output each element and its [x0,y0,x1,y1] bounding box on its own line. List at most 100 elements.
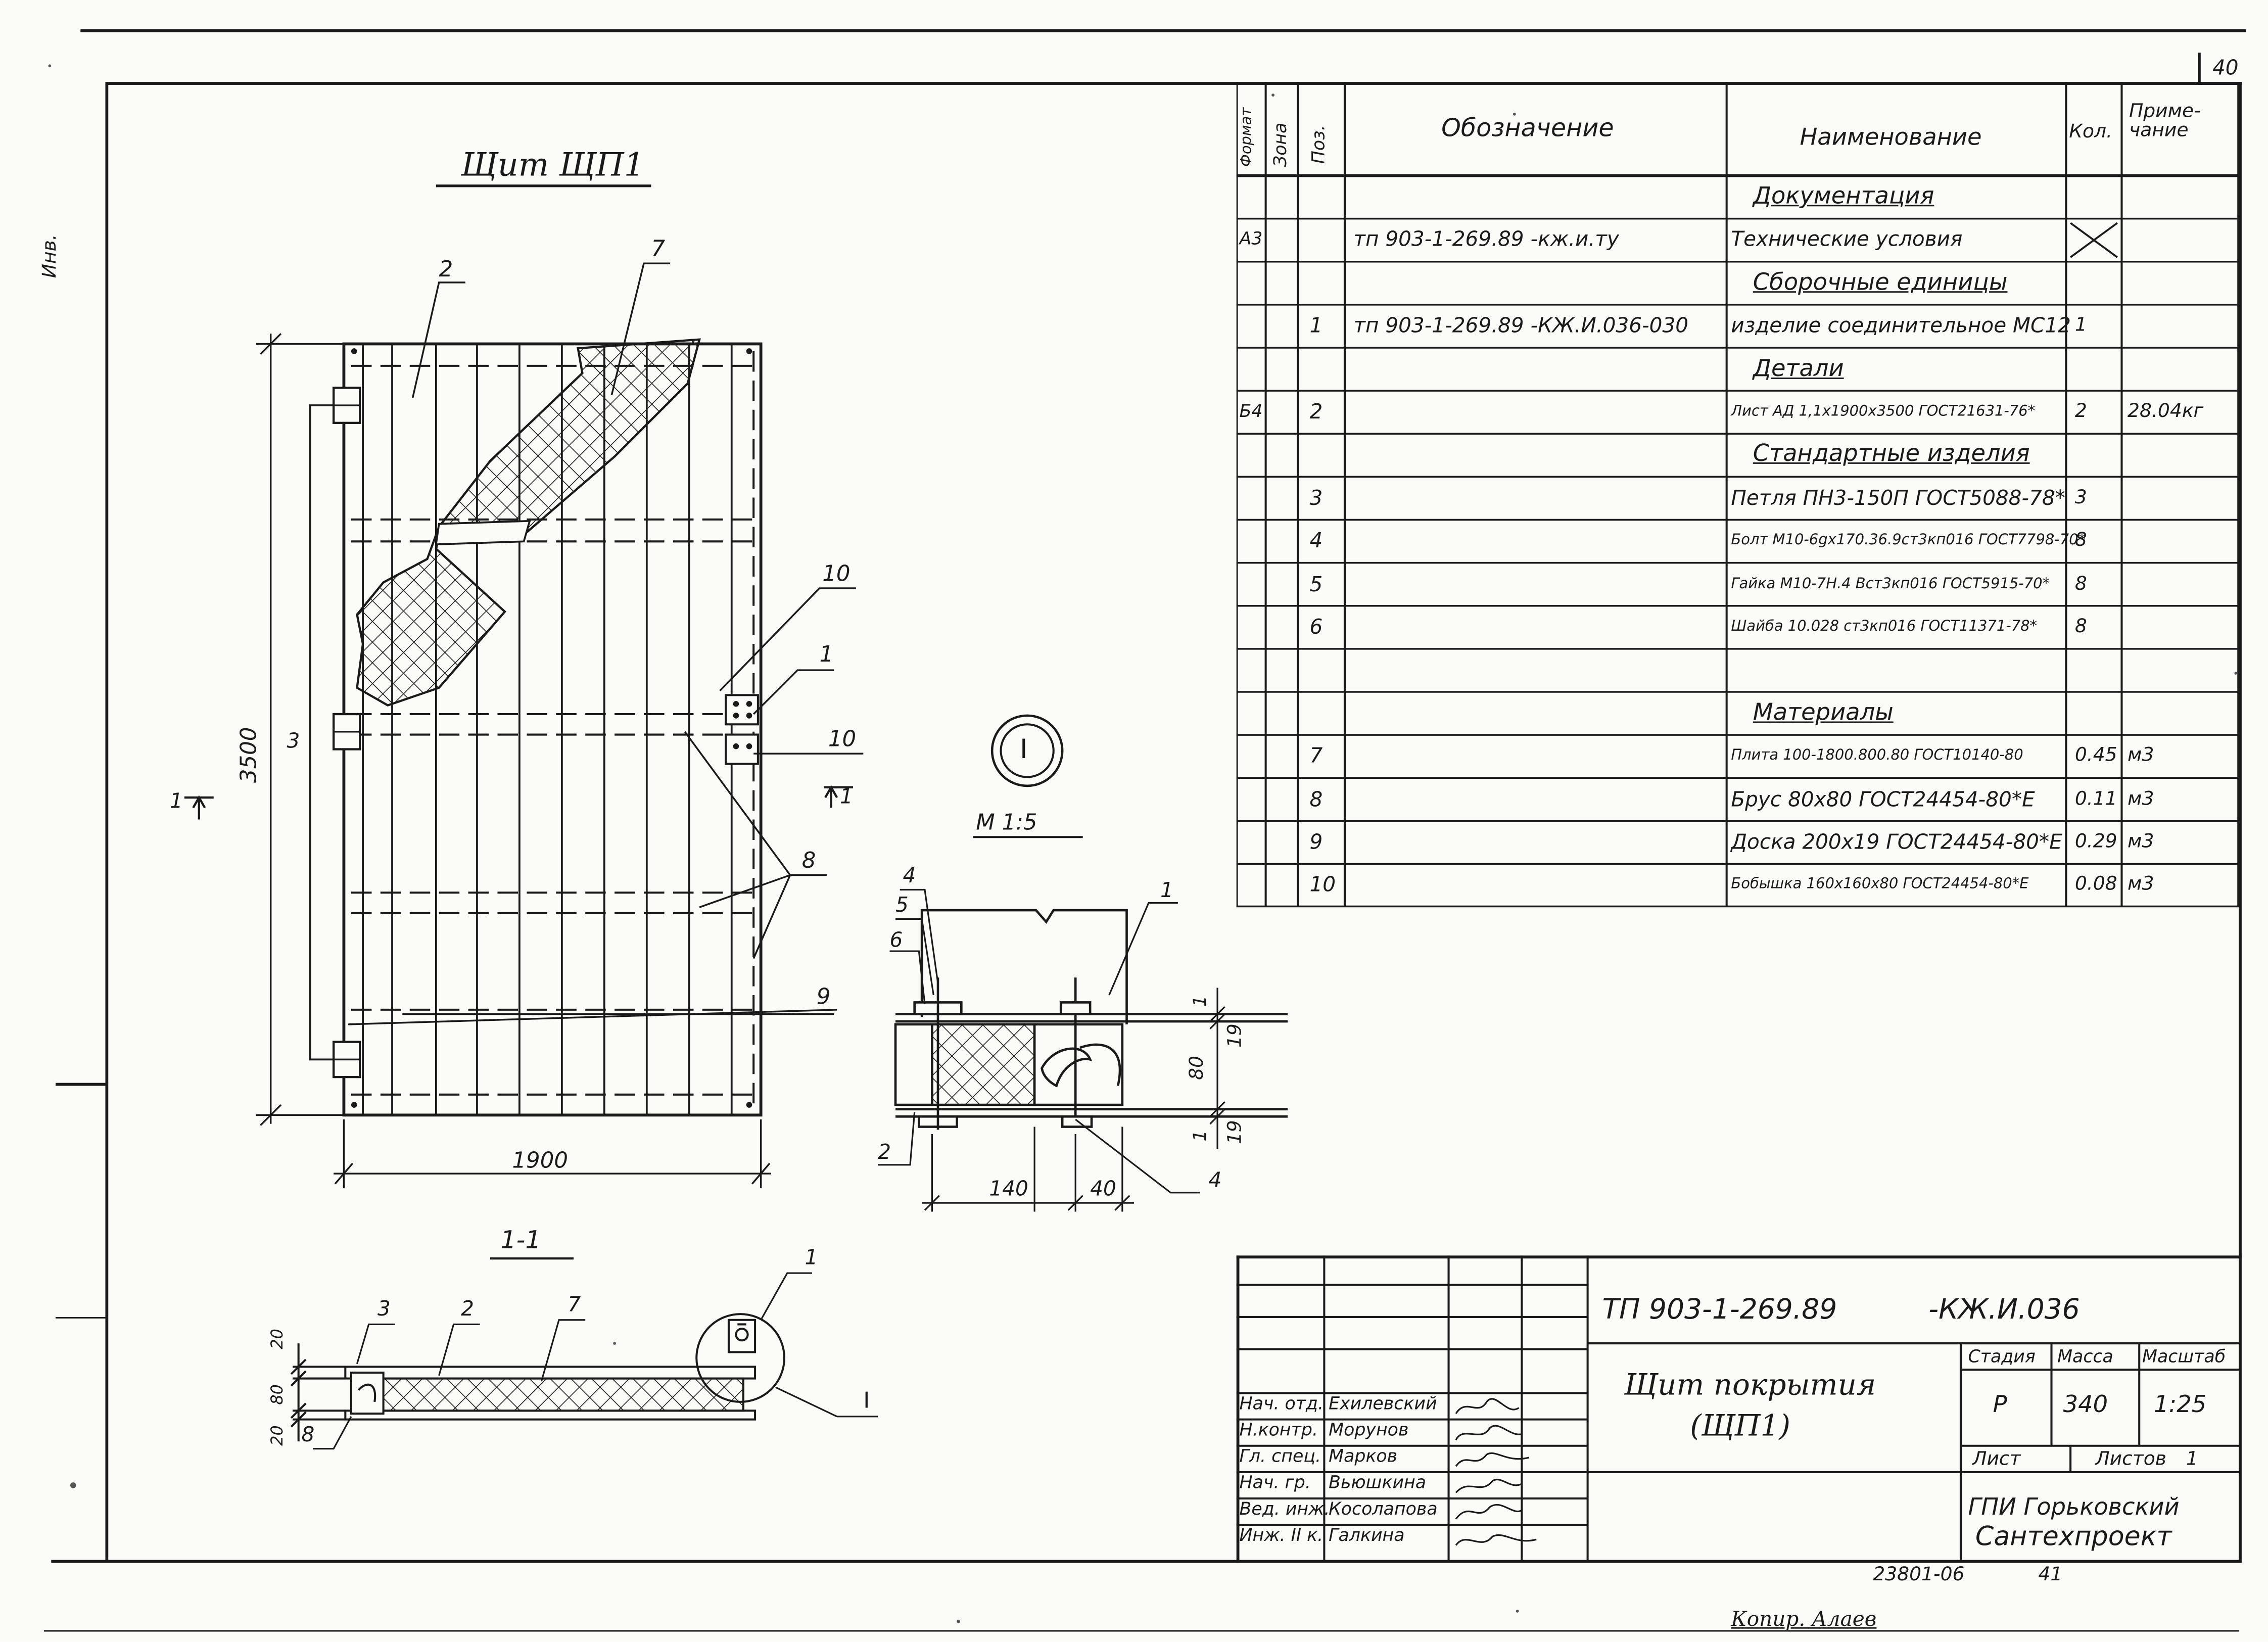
spec-note-16: м3 [2128,874,2154,897]
spec-pos-16: 10 [1309,874,1336,898]
signer-name-3: Вьюшкина [1329,1472,1427,1493]
header-note: Приме- чание [2129,101,2201,142]
spec-section-4: Детали [1753,353,1844,382]
spec-designation-1: тп 903-1-269.89 -кж.и.ту [1353,228,1619,253]
signer-role-0: Нач. отд. [1239,1393,1324,1414]
spec-note-13: м3 [2128,745,2154,767]
spec-qty-13: 0.45 [2074,745,2117,767]
spec-name-7: Петля ПН3-150П ГОСТ5088-78* [1731,487,2065,510]
signer-name-5: Галкина [1329,1525,1405,1545]
inner-frame-left [105,82,109,1560]
spec-note-15: м3 [2128,831,2154,854]
callout-2: 2 [439,256,453,283]
signer-name-4: Косолапова [1329,1498,1438,1519]
callout-7: 7 [651,236,666,262]
corner-box [2198,53,2242,85]
doc-name: Щит покрытия [1624,1367,1876,1402]
detail-marker-label: I [1020,734,1028,766]
bottom-edge-line [43,1630,2239,1632]
spec-section-6: Стандартные изделия [1753,439,2030,467]
header-qty: Кол. [2069,121,2113,144]
detail-callout-4-top: 4 [903,865,916,888]
callout-1: 1 [819,641,834,668]
top-edge-line [80,29,2246,32]
spec-section-12: Материалы [1753,697,1894,726]
callout-9: 9 [816,983,831,1010]
stage-value: Р [1993,1390,2007,1418]
mass-value: 340 [2063,1390,2108,1418]
spec-qty-9: 8 [2074,573,2087,595]
section-callout-1: 1 [805,1246,818,1271]
spec-note-14: м3 [2128,788,2154,810]
spec-name-1: Технические условия [1731,228,1963,253]
section-callout-I: I [863,1387,870,1414]
inner-frame-right [2239,82,2242,1560]
spec-qty-10: 8 [2074,616,2087,638]
organization-line2: Сантехпроект [1975,1522,2172,1553]
section-callout-7: 7 [568,1293,581,1317]
spec-qty-14: 0.11 [2074,788,2117,810]
spec-qty-3: 1 [2074,315,2087,337]
spec-pos-3: 1 [1309,315,1323,339]
mass-label: Масса [2057,1346,2113,1367]
spec-name-15: Доска 200х19 ГОСТ24454-80*Е [1731,831,2062,855]
spec-pos-7: 3 [1309,487,1323,510]
left-margin-strip-div [56,1317,106,1319]
inner-frame-top [105,82,2242,85]
signer-name-1: Морунов [1329,1419,1409,1440]
drawing-title: Щит ЩП1 [461,148,645,184]
footer-sheet-number: 41 [2038,1564,2063,1586]
signer-name-2: Марков [1329,1445,1398,1467]
spec-name-3: изделие соединительное МС12 [1731,315,2071,339]
spec-name-14: Брус 80х80 ГОСТ24454-80*Е [1731,788,2035,812]
corner-sheet-number: 40 [2212,57,2239,81]
callout-3: 3 [287,730,300,754]
header-name: Наименование [1800,123,1982,151]
detail-callout-2: 2 [878,1141,891,1165]
bottom-frame-line [51,1560,2242,1563]
spec-pos-14: 8 [1309,788,1323,812]
spec-pos-5: 2 [1309,401,1323,425]
detail-scale: М 1:5 [976,809,1037,836]
callout-10-bottom: 10 [828,726,857,753]
spec-format-1: А3 [1239,228,1263,250]
footer-archive-number: 23801-06 [1873,1564,1965,1586]
section-callout-2: 2 [461,1298,474,1322]
doc-suffix: -КЖ.И.036 [1928,1293,2080,1326]
header-designation: Обозначение [1441,114,1614,144]
sheets-count: 1 [2186,1448,2198,1471]
detail-callout-4-bottom: 4 [1208,1169,1222,1193]
sheets-label: Листов [2095,1448,2166,1471]
signer-role-5: Инж. II к. [1239,1525,1324,1545]
spec-name-10: Шайба 10.028 ст3кп016 ГОСТ11371-78* [1731,619,2038,635]
signer-role-4: Вед. инж. [1239,1498,1330,1519]
spec-qty-16: 0.08 [2074,874,2117,897]
signer-name-0: Ехилевский [1329,1393,1437,1414]
signer-role-1: Н.контр. [1239,1419,1318,1440]
dim-width: 1900 [512,1147,568,1174]
spec-pos-8: 4 [1309,530,1323,554]
section-callout-8: 8 [301,1424,315,1447]
detail-dim-40: 40 [1090,1178,1116,1202]
detail-callout-6: 6 [889,929,903,953]
spec-pos-13: 7 [1309,745,1323,769]
footer-copy-note: Копир. Алаев [1731,1608,1877,1632]
spec-format-5: Б4 [1239,401,1263,421]
spec-name-16: Бобышка 160х160х80 ГОСТ24454-80*Е [1731,877,2029,894]
detail-dim-140: 140 [989,1178,1028,1202]
spec-qty-5: 2 [2074,401,2087,423]
doc-code: ТП 903-1-269.89 [1602,1293,1837,1326]
spec-name-5: Лист АД 1,1х1900х3500 ГОСТ21631-76* [1731,404,2036,420]
spec-qty-15: 0.29 [2074,831,2117,854]
stage-label: Стадия [1968,1346,2036,1367]
spec-note-5: 28.04кг [2128,401,2204,423]
spec-designation-3: тп 903-1-269.89 -КЖ.И.036-030 [1353,315,1689,339]
sheet-label: Лист [1972,1448,2021,1471]
spec-pos-15: 9 [1309,831,1323,855]
section-title: 1-1 [500,1226,541,1256]
spec-pos-9: 5 [1309,573,1323,597]
